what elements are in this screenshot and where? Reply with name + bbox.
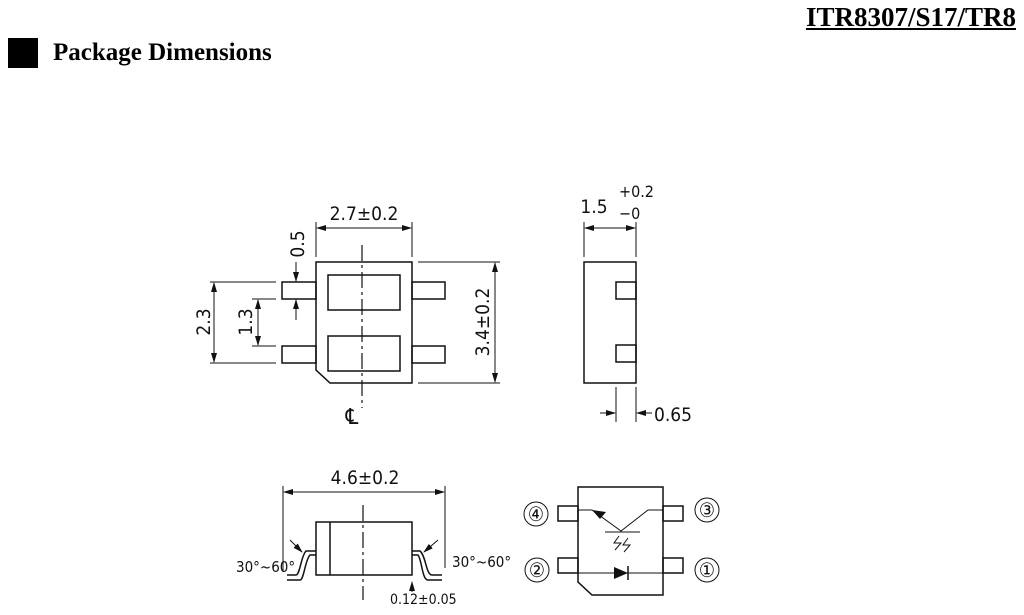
side-view: 1.5 +0.2 −0 0.65	[580, 182, 692, 426]
pinout-schematic: ④ ③ ② ①	[523, 486, 720, 596]
part-number: ITR8307/S17/TR8	[805, 2, 1016, 32]
centerline-symbol: ℄	[345, 405, 359, 430]
dim-lead-span-inner: 1.3	[235, 308, 257, 335]
dim-width: 2.7±0.2	[330, 203, 399, 225]
angle-right: 30°~60°	[452, 553, 511, 571]
pin-1-label: ①	[699, 558, 715, 582]
dim-height: 3.4±0.2	[472, 288, 494, 357]
dim-lead-width: 0.5	[287, 230, 309, 257]
pin-2-label: ②	[529, 558, 545, 582]
dim-thickness-tol-plus: +0.2	[619, 182, 654, 201]
section-title: Package Dimensions	[53, 39, 272, 66]
dim-lead-span-outer: 2.3	[193, 308, 215, 335]
pin-4-label: ④	[528, 502, 544, 526]
angle-left: 30°~60°	[236, 558, 295, 576]
dim-thickness: 1.5	[580, 196, 607, 218]
dim-standoff: 0.12±0.05	[390, 592, 457, 608]
pin-3-label: ③	[699, 498, 715, 522]
dim-length: 4.6±0.2	[331, 467, 400, 489]
top-view: 2.7±0.2 0.5 2.3 1.3 3.4±0.2 ℄	[193, 203, 500, 430]
dim-pad: 0.65	[654, 404, 692, 426]
dim-thickness-tol-minus: −0	[619, 204, 640, 223]
section-heading: Package Dimensions	[8, 38, 272, 68]
bullet-square	[8, 38, 38, 68]
front-view: 4.6±0.2 30°~60° 30°~60° 0.12±0.05	[236, 467, 511, 608]
